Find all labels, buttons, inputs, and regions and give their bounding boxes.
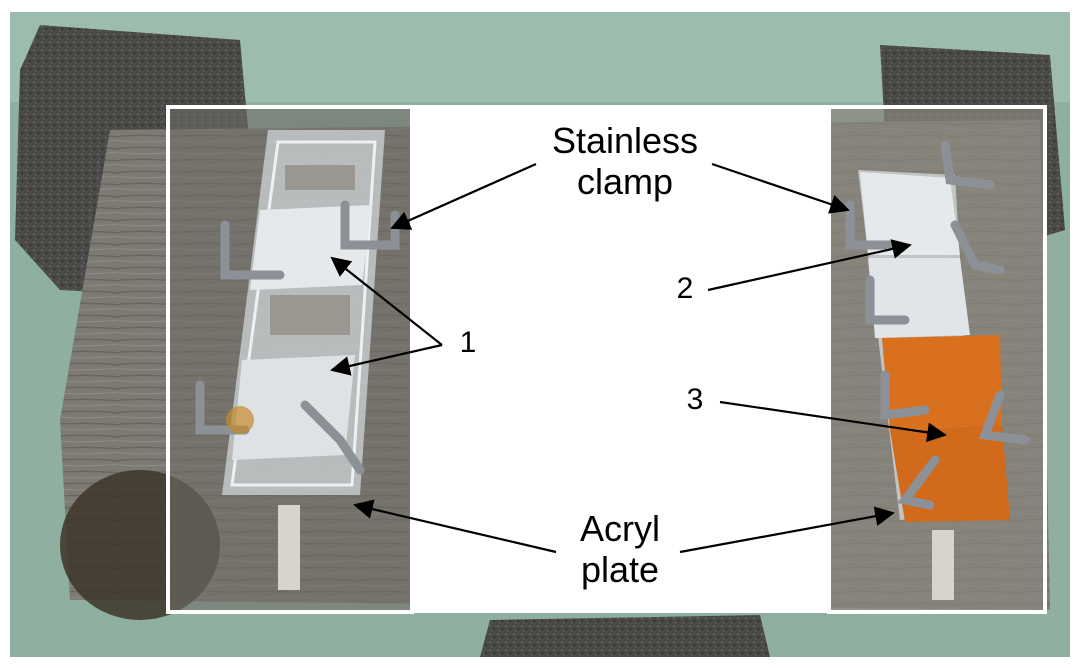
clamps-left — [195, 200, 400, 475]
panel-lower-left — [232, 355, 355, 460]
left-specimen — [168, 108, 412, 610]
frame-window-middle — [270, 295, 350, 335]
arrow-1-lower — [330, 343, 443, 376]
arrow-3 — [719, 400, 947, 443]
stainless-clamp — [880, 370, 930, 421]
label-acryl-plate: Acryl plate — [520, 508, 720, 591]
stainless-clamp — [220, 220, 285, 280]
concrete-block-bottom — [480, 615, 770, 657]
right-specimen — [829, 108, 1045, 610]
stainless-clamp — [950, 220, 1005, 275]
stainless-clamp — [978, 390, 1030, 445]
frame-left — [166, 105, 414, 614]
frame-window-top — [285, 165, 355, 190]
annotation-panel — [412, 105, 829, 613]
arrow-acryl-left — [353, 499, 557, 554]
label-acryl-line2: plate — [580, 549, 660, 591]
panel-white-1 — [860, 172, 960, 255]
arrow-acryl-right — [679, 506, 895, 554]
clamps-right — [845, 140, 1030, 510]
stainless-clamp — [865, 275, 910, 325]
stainless-clamp — [845, 200, 895, 250]
label-stainless-line2: clamp — [576, 161, 674, 203]
arrow-1-upper — [330, 256, 443, 346]
panel-white-2 — [868, 258, 970, 338]
panel-orange-1 — [882, 335, 1002, 430]
label-stainless-line1: Stainless — [551, 120, 699, 161]
stainless-clamp — [897, 455, 940, 510]
arrow-clamp-left — [390, 162, 537, 230]
stainless-clamp — [340, 200, 400, 250]
stainless-clamp — [195, 380, 250, 435]
arrows — [330, 162, 947, 554]
stainless-clamp — [300, 400, 365, 475]
label-stainless-clamp: Stainless clamp — [520, 120, 730, 203]
label-acryl-line1: Acryl — [580, 508, 660, 549]
panel-orange-2 — [890, 425, 1010, 522]
marker-1: 1 — [459, 326, 477, 359]
marker-3: 3 — [686, 383, 704, 416]
rust-spot — [226, 406, 254, 434]
stainless-clamp — [940, 140, 995, 190]
hanger-bracket-right — [932, 530, 954, 600]
frame-right — [827, 105, 1047, 614]
arrow-clamp-right — [711, 162, 850, 214]
hanger-bracket-left — [278, 505, 300, 590]
marker-2: 2 — [676, 272, 694, 305]
arrow-2 — [707, 239, 912, 292]
